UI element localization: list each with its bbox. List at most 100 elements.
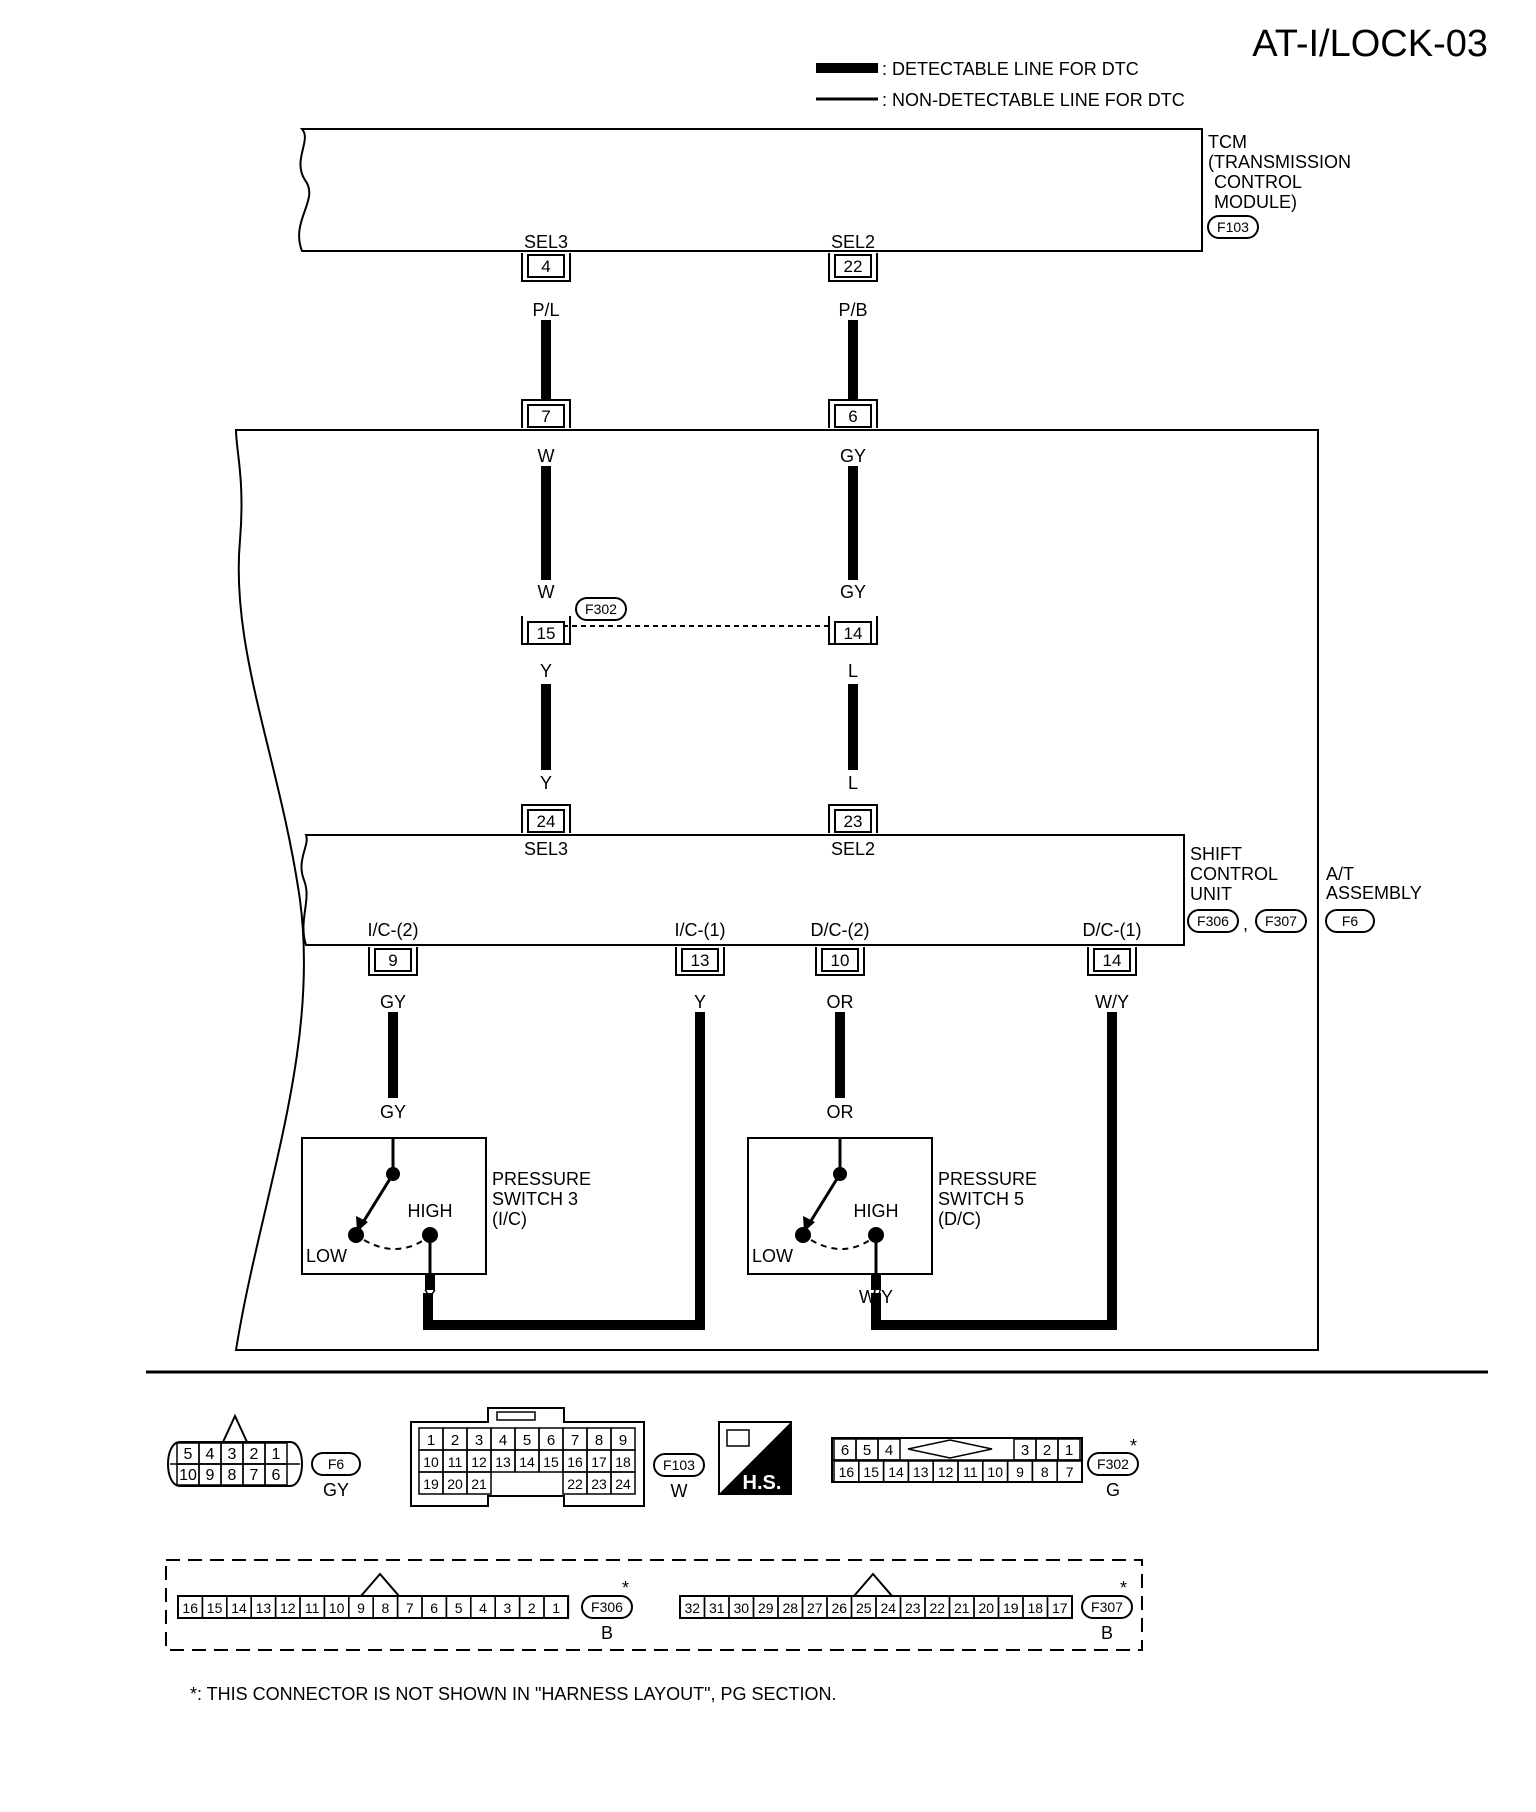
- wire-color: OR: [827, 992, 854, 1012]
- scu-label-2: CONTROL: [1190, 864, 1278, 884]
- ps5-label-2: SWITCH 5: [938, 1189, 1024, 1209]
- f306-color: B: [601, 1623, 613, 1643]
- pin-number: 23: [844, 812, 863, 831]
- terminal-number: 21: [471, 1476, 487, 1492]
- wire-color: P/B: [838, 300, 867, 320]
- signal-label: SEL2: [831, 232, 875, 252]
- scu-connector-2: F307: [1265, 913, 1297, 929]
- terminal-cell: [543, 1595, 570, 1619]
- terminal-number: 9: [206, 1467, 215, 1484]
- terminal-number: 3: [228, 1446, 237, 1463]
- terminal-cell: [1056, 1460, 1083, 1483]
- hs-label: H.S.: [743, 1472, 782, 1494]
- terminal-number: 1: [1065, 1442, 1073, 1459]
- terminal-number: 17: [1052, 1600, 1068, 1616]
- at-assembly-label-2: ASSEMBLY: [1326, 883, 1422, 903]
- tcm-connector-id: F103: [1217, 219, 1249, 235]
- at-assembly-label-1: A/T: [1326, 864, 1354, 884]
- pin-number: 10: [831, 951, 850, 970]
- terminal-number: 18: [1027, 1600, 1043, 1616]
- terminal-number: 10: [179, 1467, 197, 1484]
- signal-label: D/C-(1): [1083, 920, 1142, 940]
- wire-out-color: W/Y: [859, 1287, 893, 1307]
- terminal-number: 17: [591, 1454, 607, 1470]
- legend-non-detectable: : NON-DETECTABLE LINE FOR DTC: [882, 90, 1185, 110]
- tcm-label-2: (TRANSMISSION: [1208, 152, 1351, 172]
- signal-label: SEL2: [831, 839, 875, 859]
- scu-connector-badge-1: [1187, 909, 1239, 933]
- at-assembly-connector-id: F6: [1342, 913, 1359, 929]
- page-code: AT-I/LOCK-03: [1252, 23, 1488, 65]
- signal-label: I/C-(1): [675, 920, 726, 940]
- terminal-number: 13: [495, 1454, 511, 1470]
- terminal-number: 11: [448, 1454, 463, 1470]
- terminal-number: 28: [782, 1600, 798, 1616]
- not-in-harness-layout-group: [165, 1559, 1143, 1651]
- signal-label: D/C-(2): [811, 920, 870, 940]
- terminal-number: 6: [430, 1600, 438, 1616]
- terminal-number: 24: [880, 1600, 896, 1616]
- wire-color: W: [538, 446, 555, 466]
- scu-pin-ic1: I/C-(1) 13 Y: [675, 920, 726, 1012]
- terminal-number: 9: [357, 1600, 365, 1616]
- f103-badge: [653, 1453, 705, 1477]
- terminal-number: 2: [250, 1446, 259, 1463]
- terminal-number: 9: [619, 1432, 627, 1449]
- terminal-number: 26: [831, 1600, 847, 1616]
- f302-connector-id: F302: [585, 601, 617, 617]
- terminal-cell: [466, 1471, 492, 1495]
- terminal-number: 15: [207, 1600, 223, 1616]
- scu-pin-dc2: D/C-(2) 10 OR: [811, 920, 870, 1012]
- terminal-number: 7: [250, 1467, 259, 1484]
- hs-symbol: H.S.: [718, 1421, 792, 1495]
- terminal-cell: [877, 1438, 901, 1461]
- wire-in-color: GY: [380, 1102, 406, 1122]
- pin-number: 15: [537, 624, 556, 643]
- wire-out-color: Y: [424, 1287, 436, 1307]
- scu-pin-ic2: I/C-(2) 9 GY: [368, 920, 419, 1012]
- wire-color-top: W: [538, 582, 555, 602]
- f6-color: GY: [323, 1480, 349, 1500]
- pin-number: 14: [1103, 951, 1122, 970]
- wire-color: L: [848, 773, 858, 793]
- scu-label-1: SHIFT: [1190, 844, 1242, 864]
- high-label: HIGH: [854, 1201, 899, 1221]
- terminal-number: 12: [471, 1454, 487, 1470]
- scu-pin-sel2: L 23 SEL2: [828, 773, 878, 859]
- legend-detectable: : DETECTABLE LINE FOR DTC: [882, 59, 1139, 79]
- terminal-number: 20: [978, 1600, 994, 1616]
- terminal-number: 16: [839, 1464, 855, 1480]
- pin-number: 22: [844, 257, 863, 276]
- at-assembly-box: A/T ASSEMBLY F6: [234, 429, 1422, 1351]
- scu-label-3: UNIT: [1190, 884, 1232, 904]
- terminal-number: 1: [427, 1432, 435, 1449]
- terminal-number: 7: [571, 1432, 579, 1449]
- terminal-number: 3: [504, 1600, 512, 1616]
- pin-number: 14: [844, 624, 863, 643]
- f302-pin-14: GY 14 L: [828, 582, 878, 681]
- f307-star: *: [1120, 1578, 1127, 1598]
- f306-star: *: [622, 1578, 629, 1598]
- wire-color: Y: [694, 992, 706, 1012]
- terminal-number: 4: [885, 1442, 893, 1459]
- ps3-label-2: SWITCH 3: [492, 1189, 578, 1209]
- terminal-number: 10: [329, 1600, 345, 1616]
- terminal-cell: [610, 1471, 636, 1495]
- f302-connector-badge: [575, 597, 627, 621]
- scu-connector-sep: ,: [1243, 914, 1248, 934]
- f307-connector-id: F307: [1091, 1599, 1123, 1615]
- terminal-number: 31: [709, 1600, 725, 1616]
- f302-face-connector-id: F302: [1097, 1456, 1129, 1472]
- tcm-label-3: CONTROL: [1214, 172, 1302, 192]
- wire-color: GY: [840, 446, 866, 466]
- terminal-number: 5: [523, 1432, 531, 1449]
- wire-color: Y: [540, 773, 552, 793]
- scu-connector-1: F306: [1197, 913, 1229, 929]
- terminal-number: 22: [929, 1600, 945, 1616]
- terminal-number: 23: [591, 1476, 607, 1492]
- terminal-number: 13: [913, 1464, 929, 1480]
- f103-color: W: [671, 1481, 688, 1501]
